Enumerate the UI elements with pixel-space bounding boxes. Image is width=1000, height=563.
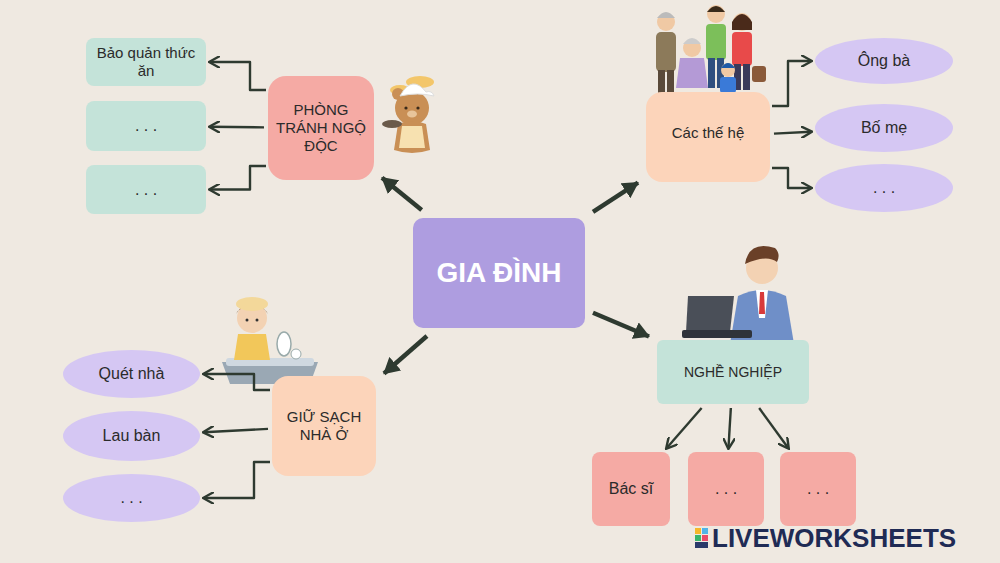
leaf-ellipse: . . .	[63, 474, 200, 522]
leaf-box: . . .	[780, 452, 856, 526]
branch-box: Các thế hệ	[646, 92, 770, 182]
node-label: NGHỀ NGHIỆP	[684, 364, 782, 381]
connector-arrow	[593, 313, 649, 337]
connector-arrow	[759, 408, 788, 448]
leaf-box: . . .	[688, 452, 764, 526]
branch-box: NGHỀ NGHIỆP	[657, 340, 809, 404]
family-illustration	[656, 5, 766, 96]
node-label: . . .	[715, 479, 737, 498]
connector-arrow	[210, 166, 266, 190]
leaf-ellipse: Quét nhà	[63, 350, 200, 398]
node-label: Các thế hệ	[672, 124, 745, 142]
branch-box: PHÒNG TRÁNH NGỘ ĐỘC	[268, 76, 374, 180]
leaf-ellipse: . . .	[815, 164, 953, 212]
connector-arrow	[210, 62, 266, 90]
node-label: PHÒNG TRÁNH NGỘ ĐỘC	[276, 101, 366, 155]
connector-arrow	[667, 408, 702, 448]
leaf-box: Bác sĩ	[592, 452, 670, 526]
node-label: . . .	[135, 116, 157, 135]
leaf-ellipse: Bố mẹ	[815, 104, 953, 152]
chef-bear	[382, 76, 434, 153]
girl-washing-illustration	[222, 297, 318, 384]
leaf-ellipse: Ông bà	[815, 38, 953, 84]
leaf-box: Bảo quản thức ăn	[86, 38, 206, 86]
node-label: Bảo quản thức ăn	[94, 44, 198, 80]
logo-icon	[695, 528, 708, 548]
connector-arrow	[772, 168, 811, 188]
node-label: Lau bàn	[103, 426, 161, 445]
leaf-box: . . .	[86, 101, 206, 151]
connector-arrow	[384, 336, 427, 374]
connector-arrow	[204, 462, 270, 498]
connector-arrow	[593, 183, 638, 212]
connector-arrow	[774, 132, 811, 134]
node-label: Quét nhà	[99, 364, 165, 383]
connector-arrow	[382, 178, 422, 210]
central-topic: GIA ĐÌNH	[413, 218, 585, 328]
office-man-illustration	[682, 246, 794, 344]
node-label: . . .	[807, 479, 829, 498]
node-label: . . .	[135, 180, 157, 199]
leaf-ellipse: Lau bàn	[63, 411, 200, 461]
node-label: . . .	[120, 488, 142, 507]
connector-arrow	[204, 429, 268, 432]
watermark: LIVEWORKSHEETS	[712, 523, 956, 554]
connector-arrow	[772, 61, 811, 106]
topic-title: GIA ĐÌNH	[437, 256, 562, 290]
node-label: Bố mẹ	[861, 118, 907, 137]
connector-arrow	[204, 374, 270, 390]
node-label: GIỮ SẠCH NHÀ Ở	[280, 408, 368, 444]
node-label: . . .	[873, 178, 895, 197]
branch-box: GIỮ SẠCH NHÀ Ở	[272, 376, 376, 476]
leaf-box: . . .	[86, 165, 206, 214]
connector-arrow	[210, 126, 264, 129]
node-label: Bác sĩ	[609, 479, 653, 498]
connector-arrow	[728, 408, 730, 448]
node-label: Ông bà	[858, 51, 910, 70]
